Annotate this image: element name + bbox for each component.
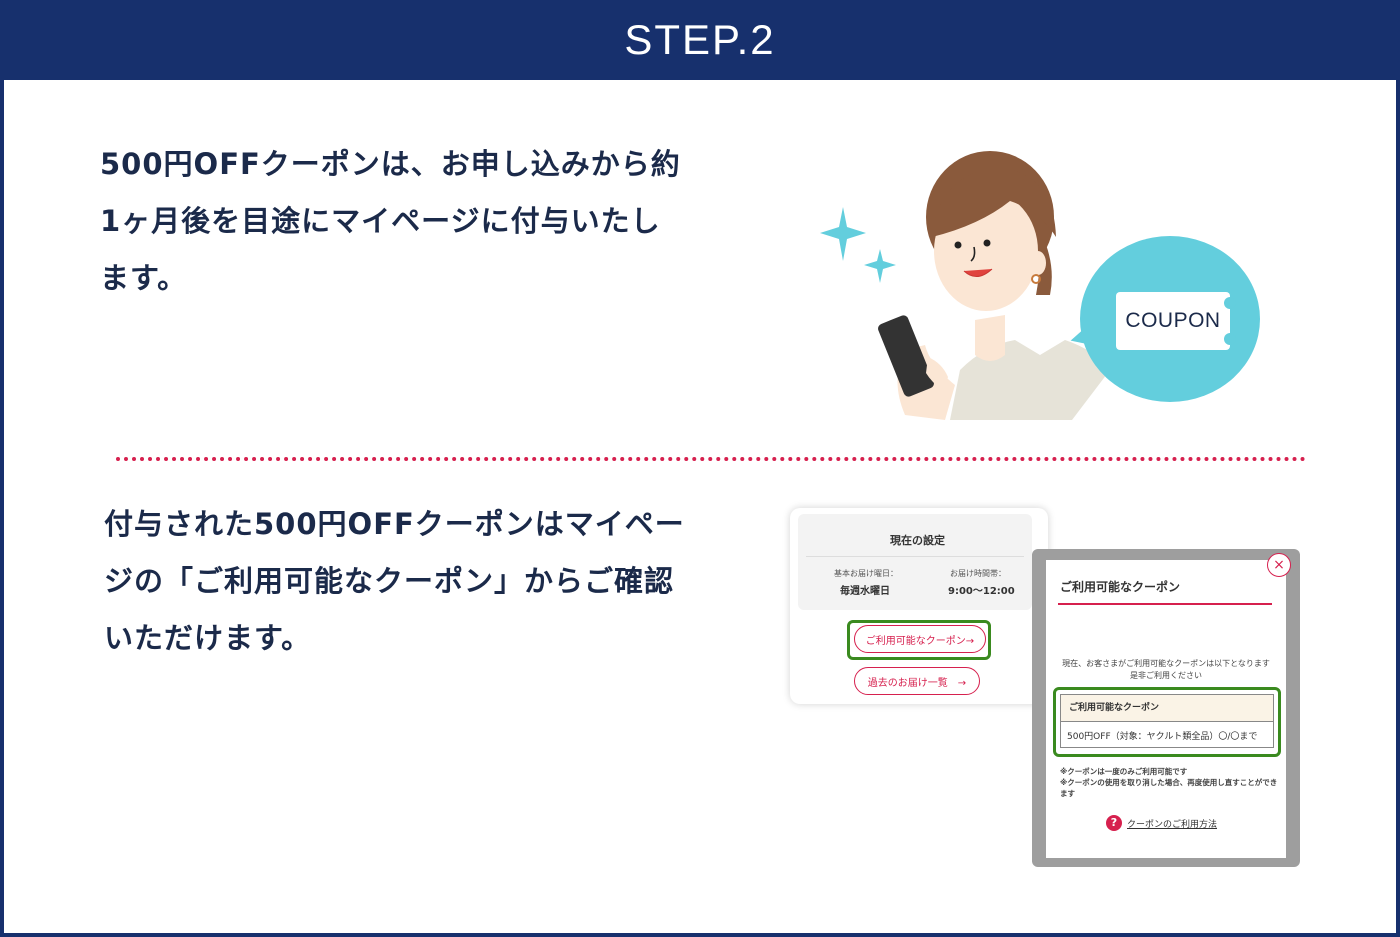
description-line: ます。 (100, 261, 188, 295)
mypage-settings-mock: 現在の設定 基本お届け曜日： 毎週水曜日 お届け時間帯： 9:00〜12:00 … (790, 508, 1048, 704)
coupon-row: 500円OFF（対象：ヤクルト類全品）〇/〇まで (1067, 732, 1258, 742)
coupon-ticket-label: COUPON (1125, 309, 1221, 332)
description-line: いただけます。 (104, 621, 312, 655)
settings-title: 現在の設定 (890, 534, 945, 547)
highlight-frame (847, 620, 991, 660)
coupon-note: ※クーポンは一度のみご利用可能です (1060, 767, 1188, 776)
coupon-help-link[interactable]: ? クーポンのご利用方法 (1106, 815, 1217, 831)
available-coupon-button[interactable]: ご利用可能なクーポン→ (854, 625, 986, 653)
coupon-notes: ※クーポンは一度のみご利用可能です ※クーポンの使用を取り消した場合、再度使用し… (1060, 766, 1280, 799)
step-title: STEP.2 (624, 16, 776, 63)
delivery-day-label: 基本お届け曜日： (834, 569, 898, 578)
delivery-time-label: お届け時間帯： (950, 569, 1006, 578)
settings-separator (806, 556, 1024, 557)
help-link-text[interactable]: クーポンのご利用方法 (1127, 819, 1218, 830)
coupon-highlight-frame (1053, 687, 1281, 757)
coupon-table: ご利用可能なクーポン 500円OFF（対象：ヤクルト類全品）〇/〇まで (1060, 694, 1274, 748)
modal-title-underline (1058, 603, 1272, 605)
description-line: ジの「ご利用可能なクーポン」からご確認 (104, 564, 675, 598)
close-icon[interactable]: × (1267, 553, 1291, 577)
coupon-note: ※クーポンの使用を取り消した場合、再度使用し直すことができます (1060, 778, 1278, 798)
delivery-time-value: 9:00〜12:00 (948, 586, 1015, 597)
section-divider (116, 457, 1306, 461)
settings-panel: 現在の設定 基本お届け曜日： 毎週水曜日 お届け時間帯： 9:00〜12:00 (798, 514, 1032, 610)
modal-title: ご利用可能なクーポン (1060, 580, 1181, 594)
coupon-check-description: 付与された500円OFFクーポンはマイペー ジの「ご利用可能なクーポン」からご確… (104, 496, 704, 667)
sparkle-icon (820, 207, 866, 261)
coupon-grant-description: 500円OFFクーポンは、お申し込みから約 1ヶ月後を目途にマイページに付与いた… (100, 136, 700, 307)
sparkle-icon (864, 249, 896, 283)
ticket-notch (1224, 333, 1236, 345)
description-line: 付与された500円OFFクーポンはマイペー (104, 507, 685, 541)
ticket-notch (1224, 297, 1236, 309)
step-header: STEP.2 (0, 0, 1400, 80)
modal-intro-line: 現在、お客さまがご利用可能なクーポンは以下となります (1062, 659, 1270, 668)
delivery-day-value: 毎週水曜日 (840, 586, 890, 597)
woman-with-phone-illustration (820, 151, 1110, 420)
modal-intro-line: 是非ご利用ください (1130, 671, 1202, 680)
past-deliveries-button[interactable]: 過去のお届け一覧 → (854, 667, 980, 695)
description-line: 1ヶ月後を目途にマイページに付与いたし (100, 204, 661, 238)
coupon-ticket-icon: COUPON (1116, 292, 1230, 350)
coupon-table-header: ご利用可能なクーポン (1061, 695, 1273, 722)
description-line: 500円OFFクーポンは、お申し込みから約 (100, 147, 681, 181)
question-icon: ? (1106, 815, 1122, 831)
